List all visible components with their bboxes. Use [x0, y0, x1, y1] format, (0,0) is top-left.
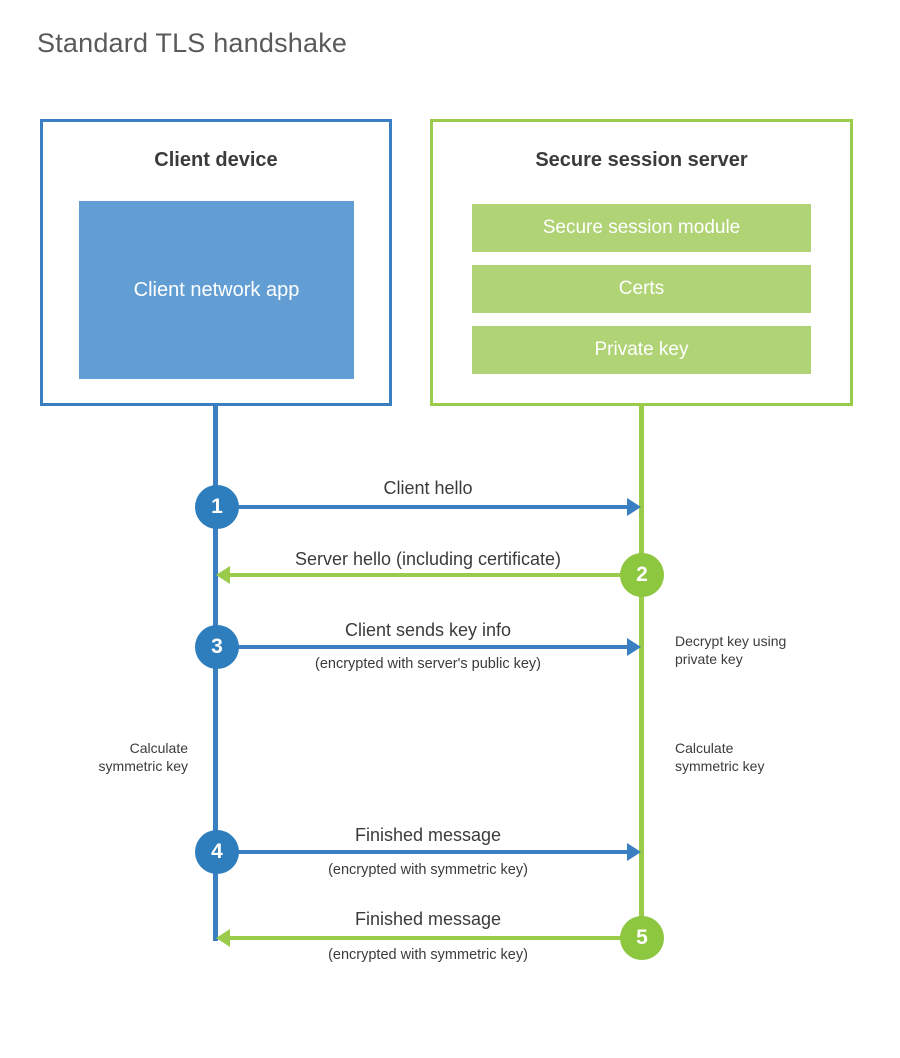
annotation-client-calculate-symmetric-key: Calculate symmetric key	[98, 740, 188, 774]
message-5-line	[230, 936, 640, 940]
server-component-secure-session-module: Secure session module	[472, 204, 811, 252]
step-badge-4: 4	[195, 830, 239, 874]
server-component-certs: Certs	[472, 265, 811, 313]
message-2-line	[230, 573, 640, 577]
message-2-arrowhead	[216, 566, 230, 584]
step-badge-1: 1	[195, 485, 239, 529]
message-3-line	[216, 645, 628, 649]
message-1-arrowhead	[627, 498, 641, 516]
client-network-app-block: Client network app	[79, 201, 354, 379]
message-4-arrowhead	[627, 843, 641, 861]
annotation-server-decrypt: Decrypt key using private key	[675, 633, 787, 667]
message-1-label: Client hello	[383, 478, 473, 498]
client-device-title: Client device	[154, 149, 278, 171]
message-3-sublabel: (encrypted with server's public key)	[315, 656, 541, 672]
message-1-line	[216, 505, 628, 509]
secure-session-server-title: Secure session server	[535, 149, 748, 171]
message-2-label: Server hello (including certificate)	[294, 549, 562, 569]
secure-session-server-box: Secure session server Secure session mod…	[430, 119, 853, 406]
step-badge-2: 2	[620, 553, 664, 597]
server-component-private-key: Private key	[472, 326, 811, 374]
message-5-arrowhead	[216, 929, 230, 947]
step-badge-3: 3	[195, 625, 239, 669]
message-5-label: Finished message	[354, 909, 502, 929]
page-title: Standard TLS handshake	[37, 28, 348, 58]
message-4-sublabel: (encrypted with symmetric key)	[328, 862, 528, 878]
client-lifeline	[213, 403, 218, 941]
message-5-sublabel: (encrypted with symmetric key)	[328, 947, 528, 963]
message-4-line	[216, 850, 628, 854]
server-lifeline	[639, 403, 644, 940]
message-3-arrowhead	[627, 638, 641, 656]
client-device-box: Client device Client network app	[40, 119, 392, 406]
step-badge-5: 5	[620, 916, 664, 960]
message-4-label: Finished message	[354, 825, 502, 845]
message-3-label: Client sends key info	[344, 620, 512, 640]
annotation-server-calculate-symmetric-key: Calculate symmetric key	[675, 740, 765, 774]
